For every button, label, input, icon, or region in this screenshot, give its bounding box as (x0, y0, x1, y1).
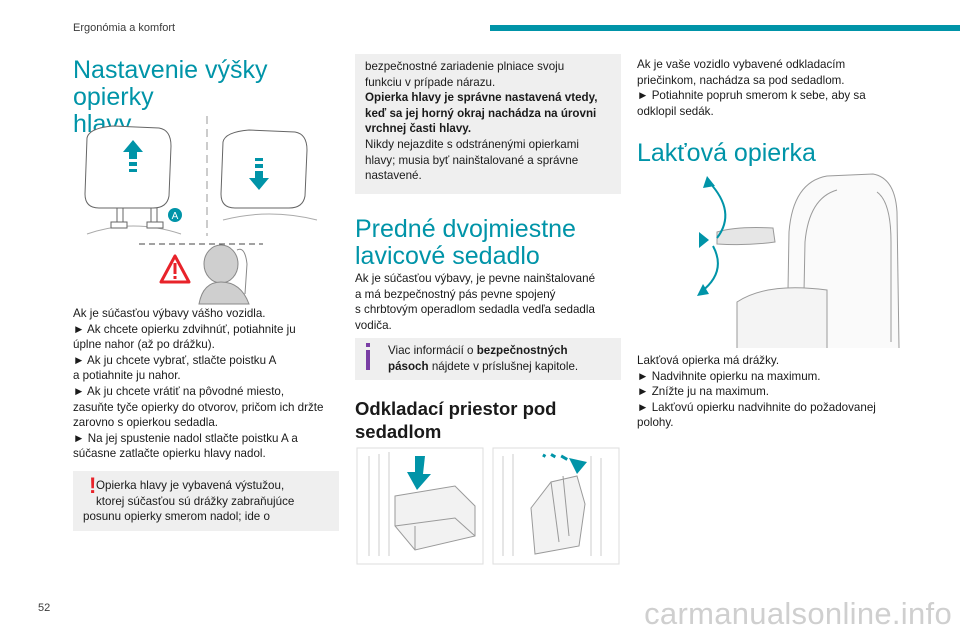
watermark: carmanualsonline.info (644, 596, 952, 631)
bench-title: Predné dvojmiestne lavicové sedadlo (355, 216, 576, 270)
warning-cont-bold-line: keď sa jej horný okraj nachádza na úrovn… (365, 106, 597, 120)
bench-line: Ak je súčasťou výbavy, je pevne nainštal… (355, 272, 596, 285)
headrest-title: Nastavenie výšky opierky hlavy (73, 57, 339, 138)
armrest-line: polohy. (637, 416, 674, 430)
running-header: Ergonómia a komfort (73, 22, 176, 34)
headrest-line: zarovno s opierkou sedadla. (73, 416, 219, 430)
warning-cont-line: bezpečnostné zariadenie plniace svoju (365, 60, 565, 73)
storage-line: ► Potiahnite popruh smerom k sebe, aby s… (637, 89, 866, 103)
info-icon (366, 343, 370, 370)
warning-continuation-box: bezpečnostné zariadenie plniace svoju fu… (355, 54, 621, 194)
armrest-line: ► Znížte ju na maximum. (637, 385, 769, 399)
headrest-line: zasuňte tyče opierky do otvorov, pričom … (73, 400, 324, 414)
warning-cont-line: nastavené. (365, 169, 422, 183)
warning-cont-bold-line: vrchnej časti hlavy. (365, 122, 472, 136)
headrest-line: úplne nahor (až po drážku). (73, 338, 215, 352)
warning-cont-line: funkciu v prípade nárazu. (365, 75, 496, 89)
headrest-line: súčasne zatlačte opierku hlavy nadol. (73, 447, 266, 461)
storage-title: Odkladací priestor pod sedadlom (355, 397, 557, 443)
storage-title-line2: sedadlom (355, 421, 442, 442)
warning-cont-bold-line: Opierka hlavy je správne nastavená vtedy… (365, 91, 598, 105)
headrest-illustration: A (84, 116, 318, 305)
warning-icon: ! (89, 473, 97, 498)
info-bold: bezpečnostných (476, 344, 568, 357)
headrest-line: ► Ak ju chcete vrátiť na pôvodné miesto, (73, 384, 285, 398)
bench-line: s chrbtovým operadlom sedadla vedľa seda… (355, 303, 595, 317)
storage-text: Ak je vaše vozidlo vybavené odkladacím p… (637, 57, 907, 119)
armrest-line: Lakťová opierka má drážky. (637, 354, 780, 367)
storage-illustration (356, 447, 620, 565)
bench-info-box: Viac informácií o bezpečnostných pásoch … (355, 338, 621, 380)
storage-line: priečinkom, nachádza sa pod sedadlom. (637, 73, 845, 87)
storage-line: Ak je vaše vozidlo vybavené odkladacím (637, 58, 846, 71)
storage-title-line1: Odkladací priestor pod (355, 398, 557, 419)
info-bold-2: pásoch (388, 359, 429, 373)
bench-title-line1: Predné dvojmiestne (355, 215, 576, 243)
info-prefix: Viac informácií o (388, 344, 477, 357)
armrest-title: Lakťová opierka (637, 139, 816, 167)
warning-cont-line: hlavy; musia byť nainštalované a správne (365, 153, 579, 167)
armrest-line: ► Lakťovú opierku nadvihnite do požadova… (637, 400, 876, 414)
bench-title-line2: lavicové sedadlo (355, 242, 540, 270)
headrest-line: a potiahnite ju nahor. (73, 369, 181, 383)
headrest-line: Ak je súčasťou výbavy vášho vozidla. (73, 307, 266, 320)
header-accent-bar (490, 25, 960, 31)
armrest-line: ► Nadvihnite opierku na maximum. (637, 369, 821, 383)
storage-line: odklopil sedák. (637, 104, 714, 118)
warning-cont-line: Nikdy nejazdite s odstránenými opierkami (365, 137, 579, 151)
bench-line: vodiča. (355, 318, 392, 332)
headrest-warning-box: ! Opierka hlavy je vybavená výstužou, kt… (73, 471, 339, 531)
headrest-instructions: Ak je súčasťou výbavy vášho vozidla. ► A… (73, 306, 339, 462)
headrest-line: ► Na jej spustenie nadol stlačte poistku… (73, 431, 298, 445)
label-a: A (172, 211, 179, 222)
armrest-text: Lakťová opierka má drážky. ► Nadvihnite … (637, 353, 907, 431)
warning-line: Opierka hlavy je vybavená výstužou, (96, 479, 285, 492)
page-number: 52 (38, 602, 51, 614)
headrest-line: ► Ak ju chcete vybrať, stlačte poistku A (73, 353, 277, 367)
warning-line: posunu opierky smerom nadol; ide o (83, 510, 270, 523)
headrest-title-line1: Nastavenie výšky opierky (73, 56, 268, 111)
bench-line: a má bezpečnostný pás pevne spojený (355, 287, 556, 301)
bench-text: Ak je súčasťou výbavy, je pevne nainštal… (355, 271, 621, 333)
info-suffix: nájdete v príslušnej kapitole. (428, 359, 579, 373)
armrest-illustration (697, 173, 900, 349)
headrest-line: ► Ak chcete opierku zdvihnúť, potiahnite… (73, 322, 296, 336)
warning-line: ktorej súčasťou sú drážky zabraňujúce (96, 494, 295, 508)
